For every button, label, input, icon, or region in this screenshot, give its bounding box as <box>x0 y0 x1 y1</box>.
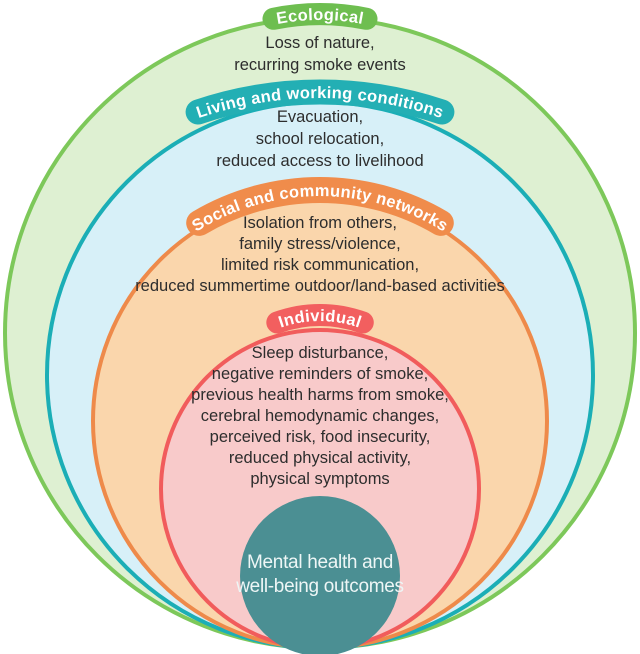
center-text-line: Mental health and <box>247 552 393 573</box>
ring-text-individual: Sleep disturbance, negative reminders of… <box>191 344 449 488</box>
ring-text-line: reduced summertime outdoor/land-based ac… <box>135 277 505 295</box>
ring-text-line: school relocation, <box>256 130 384 148</box>
ribbon-individual <box>266 303 374 334</box>
ring-text-line: limited risk communication, <box>221 256 419 274</box>
ring-text-line: Sleep disturbance, <box>252 344 389 362</box>
ring-text-line: physical symptoms <box>250 470 389 488</box>
ring-text-line: Loss of nature, <box>265 34 374 52</box>
ring-text-social-community-networks: Isolation from others, family stress/vio… <box>135 214 505 295</box>
center-circle-text: Mental health and well-being outcomes <box>235 552 404 597</box>
ring-text-living-working-conditions: Evacuation, school relocation, reduced a… <box>216 108 423 170</box>
ring-text-line: perceived risk, food insecurity, <box>210 428 431 446</box>
ring-text-line: cerebral hemodynamic changes, <box>201 407 439 425</box>
ribbon-ecological <box>262 3 378 30</box>
ring-text-line: reduced access to livelihood <box>216 152 423 170</box>
center-text-line: well-being outcomes <box>235 576 404 597</box>
ring-text-ecological: Loss of nature, recurring smoke events <box>234 34 406 74</box>
ring-text-line: Isolation from others, <box>243 214 397 232</box>
ring-text-line: previous health harms from smoke, <box>191 386 449 404</box>
ring-text-line: Evacuation, <box>277 108 363 126</box>
ribbon-label-ecological: Ecological <box>275 6 365 28</box>
ring-text-line: family stress/violence, <box>239 235 400 253</box>
ribbon-living-working-conditions <box>185 79 455 125</box>
ring-text-line: reduced physical activity, <box>229 449 411 467</box>
center-circle-mental-health-outcomes <box>240 496 400 654</box>
ribbon-social-community-networks <box>186 176 454 236</box>
ring-text-line: negative reminders of smoke, <box>212 365 428 383</box>
ring-text-line: recurring smoke events <box>234 56 406 74</box>
